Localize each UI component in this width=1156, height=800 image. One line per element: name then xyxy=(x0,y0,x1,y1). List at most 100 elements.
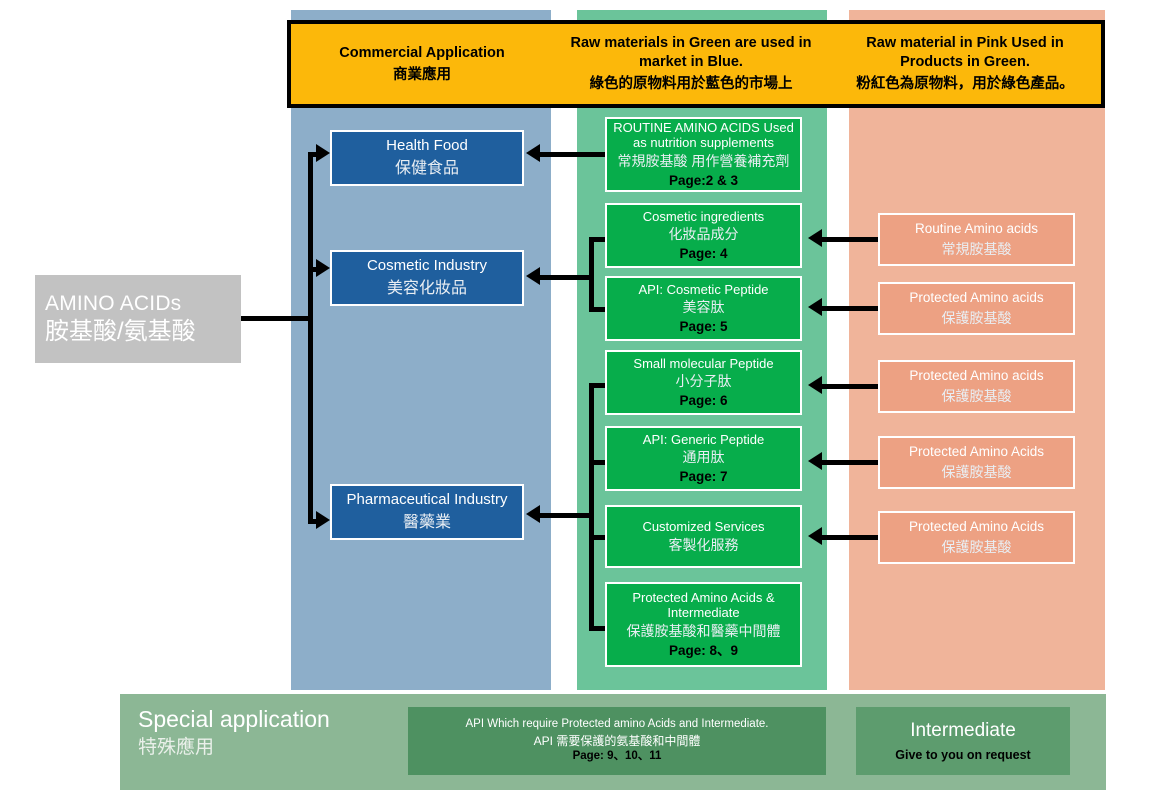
arrowhead-cosmetic-industry-inbound xyxy=(526,267,540,285)
connector-cosmetic-bracket-bottom xyxy=(589,307,605,312)
product-page-ref: Page:2 & 3 xyxy=(668,172,739,188)
connector-pharma-bracket-arm-2 xyxy=(589,460,605,465)
connector-routine-to-health-food xyxy=(540,152,605,157)
header-title-zh: 綠色的原物料用於藍色的市場上 xyxy=(589,75,793,92)
arrowhead-api-cosmetic-peptide-inbound xyxy=(808,298,822,316)
market-label-en: Cosmetic Industry xyxy=(366,257,488,275)
arrowhead-small-molecular-peptide-inbound xyxy=(808,376,822,394)
raw-material-node-protected-amino-acids-4[interactable]: Protected Amino Acids 保護胺基酸 xyxy=(878,511,1075,564)
raw-material-label-zh: 保護胺基酸 xyxy=(941,463,1012,480)
arrowhead-customized-services-inbound xyxy=(808,527,822,545)
raw-material-label-zh: 常規胺基酸 xyxy=(941,240,1012,257)
source-label-zh: 胺基酸/氨基酸 xyxy=(45,317,196,345)
special-application-label: Special application 特殊應用 xyxy=(138,706,330,759)
raw-material-label-zh: 保護胺基酸 xyxy=(941,538,1012,555)
column-band-commercial xyxy=(291,10,551,690)
connector-cosmetic-bracket-to-market xyxy=(540,275,592,280)
header-title-en: Raw material in Pink Used in Products in… xyxy=(866,35,1064,71)
raw-material-node-protected-amino-acids-3[interactable]: Protected Amino Acids 保護胺基酸 xyxy=(878,436,1075,489)
connector-pharma-bracket-to-market xyxy=(540,513,592,518)
raw-material-label-en: Protected Amino acids xyxy=(909,290,1044,305)
source-label-en: AMINO ACIDs xyxy=(45,292,182,316)
header-cell-commercial-application: Commercial Application 商業應用 xyxy=(291,24,553,104)
raw-material-label-en: Protected Amino Acids xyxy=(908,444,1045,459)
product-node-api-generic-peptide[interactable]: API: Generic Peptide 通用肽 Page: 7 xyxy=(605,426,802,491)
product-label-zh: 通用肽 xyxy=(682,449,725,466)
market-label-zh: 保健食品 xyxy=(394,160,459,178)
special-api-page-ref: Page: 9、10、11 xyxy=(572,750,662,763)
raw-material-node-protected-amino-acids-2[interactable]: Protected Amino acids 保護胺基酸 xyxy=(878,360,1075,413)
raw-material-label-en: Routine Amino acids xyxy=(914,221,1039,236)
header-banner: Commercial Application 商業應用 Raw material… xyxy=(287,20,1105,108)
product-node-small-molecular-peptide[interactable]: Small molecular Peptide 小分子肽 Page: 6 xyxy=(605,350,802,415)
product-page-ref: Page: 8、9 xyxy=(668,642,739,658)
intermediate-sublabel: Give to you on request xyxy=(895,747,1031,762)
product-page-ref: Page: 6 xyxy=(679,393,728,409)
special-label-zh: 特殊應用 xyxy=(138,736,215,758)
raw-material-node-routine-amino-acids[interactable]: Routine Amino acids 常規胺基酸 xyxy=(878,213,1075,266)
raw-material-label-zh: 保護胺基酸 xyxy=(941,387,1012,404)
header-cell-green-raw-materials: Raw materials in Green are used in marke… xyxy=(553,24,829,104)
connector-source-to-cosmetic xyxy=(308,267,318,272)
connector-source-to-health-food xyxy=(308,152,318,157)
product-label-en: Small molecular Peptide xyxy=(633,355,774,371)
product-label-zh: 美容肽 xyxy=(682,299,725,316)
product-label-en: API: Generic Peptide xyxy=(642,431,765,447)
product-page-ref: Page: 7 xyxy=(679,469,728,485)
market-node-health-food[interactable]: Health Food 保健食品 xyxy=(330,130,524,186)
raw-material-node-protected-amino-acids-1[interactable]: Protected Amino acids 保護胺基酸 xyxy=(878,282,1075,335)
product-node-routine-amino-acids[interactable]: ROUTINE AMINO ACIDS Used as nutrition su… xyxy=(605,117,802,192)
header-cell-pink-raw-materials: Raw material in Pink Used in Products in… xyxy=(829,24,1101,104)
connector-cosmetic-bracket-vertical xyxy=(589,237,594,312)
raw-material-label-zh: 保護胺基酸 xyxy=(941,309,1012,326)
market-node-cosmetic-industry[interactable]: Cosmetic Industry 美容化妝品 xyxy=(330,250,524,306)
product-label-en: ROUTINE AMINO ACIDS Used as nutrition su… xyxy=(613,120,794,151)
connector-raw-5-to-customized-services xyxy=(822,535,878,540)
market-label-en: Health Food xyxy=(386,137,468,155)
market-label-en: Pharmaceutical Industry xyxy=(346,491,508,509)
product-label-en: Cosmetic ingredients xyxy=(642,208,765,224)
connector-pharma-bracket-arm-1 xyxy=(589,383,605,388)
header-title-en: Commercial Application xyxy=(339,44,505,61)
special-label-en: Special application xyxy=(138,706,330,732)
arrowhead-cosmetic-ingredients-inbound xyxy=(808,229,822,247)
header-title-zh: 粉紅色為原物料，用於綠色產品。 xyxy=(856,75,1074,92)
special-application-bar: Special application 特殊應用 API Which requi… xyxy=(120,694,1106,790)
market-label-zh: 美容化妝品 xyxy=(386,280,467,298)
product-node-api-cosmetic-peptide[interactable]: API: Cosmetic Peptide 美容肽 Page: 5 xyxy=(605,276,802,341)
connector-source-horizontal xyxy=(241,316,313,321)
product-label-zh: 客製化服務 xyxy=(668,536,739,553)
product-label-en: Protected Amino Acids & Intermediate xyxy=(632,590,775,621)
product-node-protected-amino-acids-intermediate[interactable]: Protected Amino Acids & Intermediate 保護胺… xyxy=(605,582,802,667)
market-node-pharmaceutical-industry[interactable]: Pharmaceutical Industry 醫藥業 xyxy=(330,484,524,540)
connector-cosmetic-bracket-top xyxy=(589,237,605,242)
header-title-en: Raw materials in Green are used in marke… xyxy=(570,35,812,71)
product-label-zh: 保護胺基酸和醫藥中間體 xyxy=(626,622,781,639)
connector-raw-1-to-cosmetic-ingredients xyxy=(822,237,878,242)
product-node-cosmetic-ingredients[interactable]: Cosmetic ingredients 化妝品成分 Page: 4 xyxy=(605,203,802,268)
connector-pharma-bracket-arm-4 xyxy=(589,626,605,631)
special-api-label-zh: API 需要保護的氨基酸和中間體 xyxy=(533,733,701,748)
product-label-zh: 常規胺基酸 用作營養補充劑 xyxy=(617,152,790,169)
raw-material-label-en: Protected Amino Acids xyxy=(908,519,1045,534)
connector-source-to-pharma xyxy=(308,519,318,524)
raw-material-label-en: Protected Amino acids xyxy=(909,368,1044,383)
special-api-label-en: API Which require Protected amino Acids … xyxy=(465,718,769,731)
product-page-ref: Page: 5 xyxy=(679,319,728,335)
connector-pharma-bracket-vertical xyxy=(589,383,594,631)
product-label-en: API: Cosmetic Peptide xyxy=(638,281,769,297)
column-band-raw-materials xyxy=(849,10,1105,690)
product-node-customized-services[interactable]: Customized Services 客製化服務 xyxy=(605,505,802,568)
connector-pharma-bracket-arm-3 xyxy=(589,535,605,540)
intermediate-node[interactable]: Intermediate Give to you on request xyxy=(856,707,1070,775)
arrowhead-api-generic-peptide-inbound xyxy=(808,452,822,470)
arrowhead-to-cosmetic-industry xyxy=(316,259,330,277)
connector-raw-4-to-api-generic-peptide xyxy=(822,460,878,465)
market-label-zh: 醫藥業 xyxy=(402,514,451,532)
arrowhead-pharmaceutical-industry-inbound xyxy=(526,505,540,523)
connector-raw-3-to-small-molecular-peptide xyxy=(822,384,878,389)
source-node-amino-acids: AMINO ACIDs 胺基酸/氨基酸 xyxy=(35,275,241,363)
product-label-zh: 化妝品成分 xyxy=(668,226,739,243)
special-api-node[interactable]: API Which require Protected amino Acids … xyxy=(408,707,826,775)
